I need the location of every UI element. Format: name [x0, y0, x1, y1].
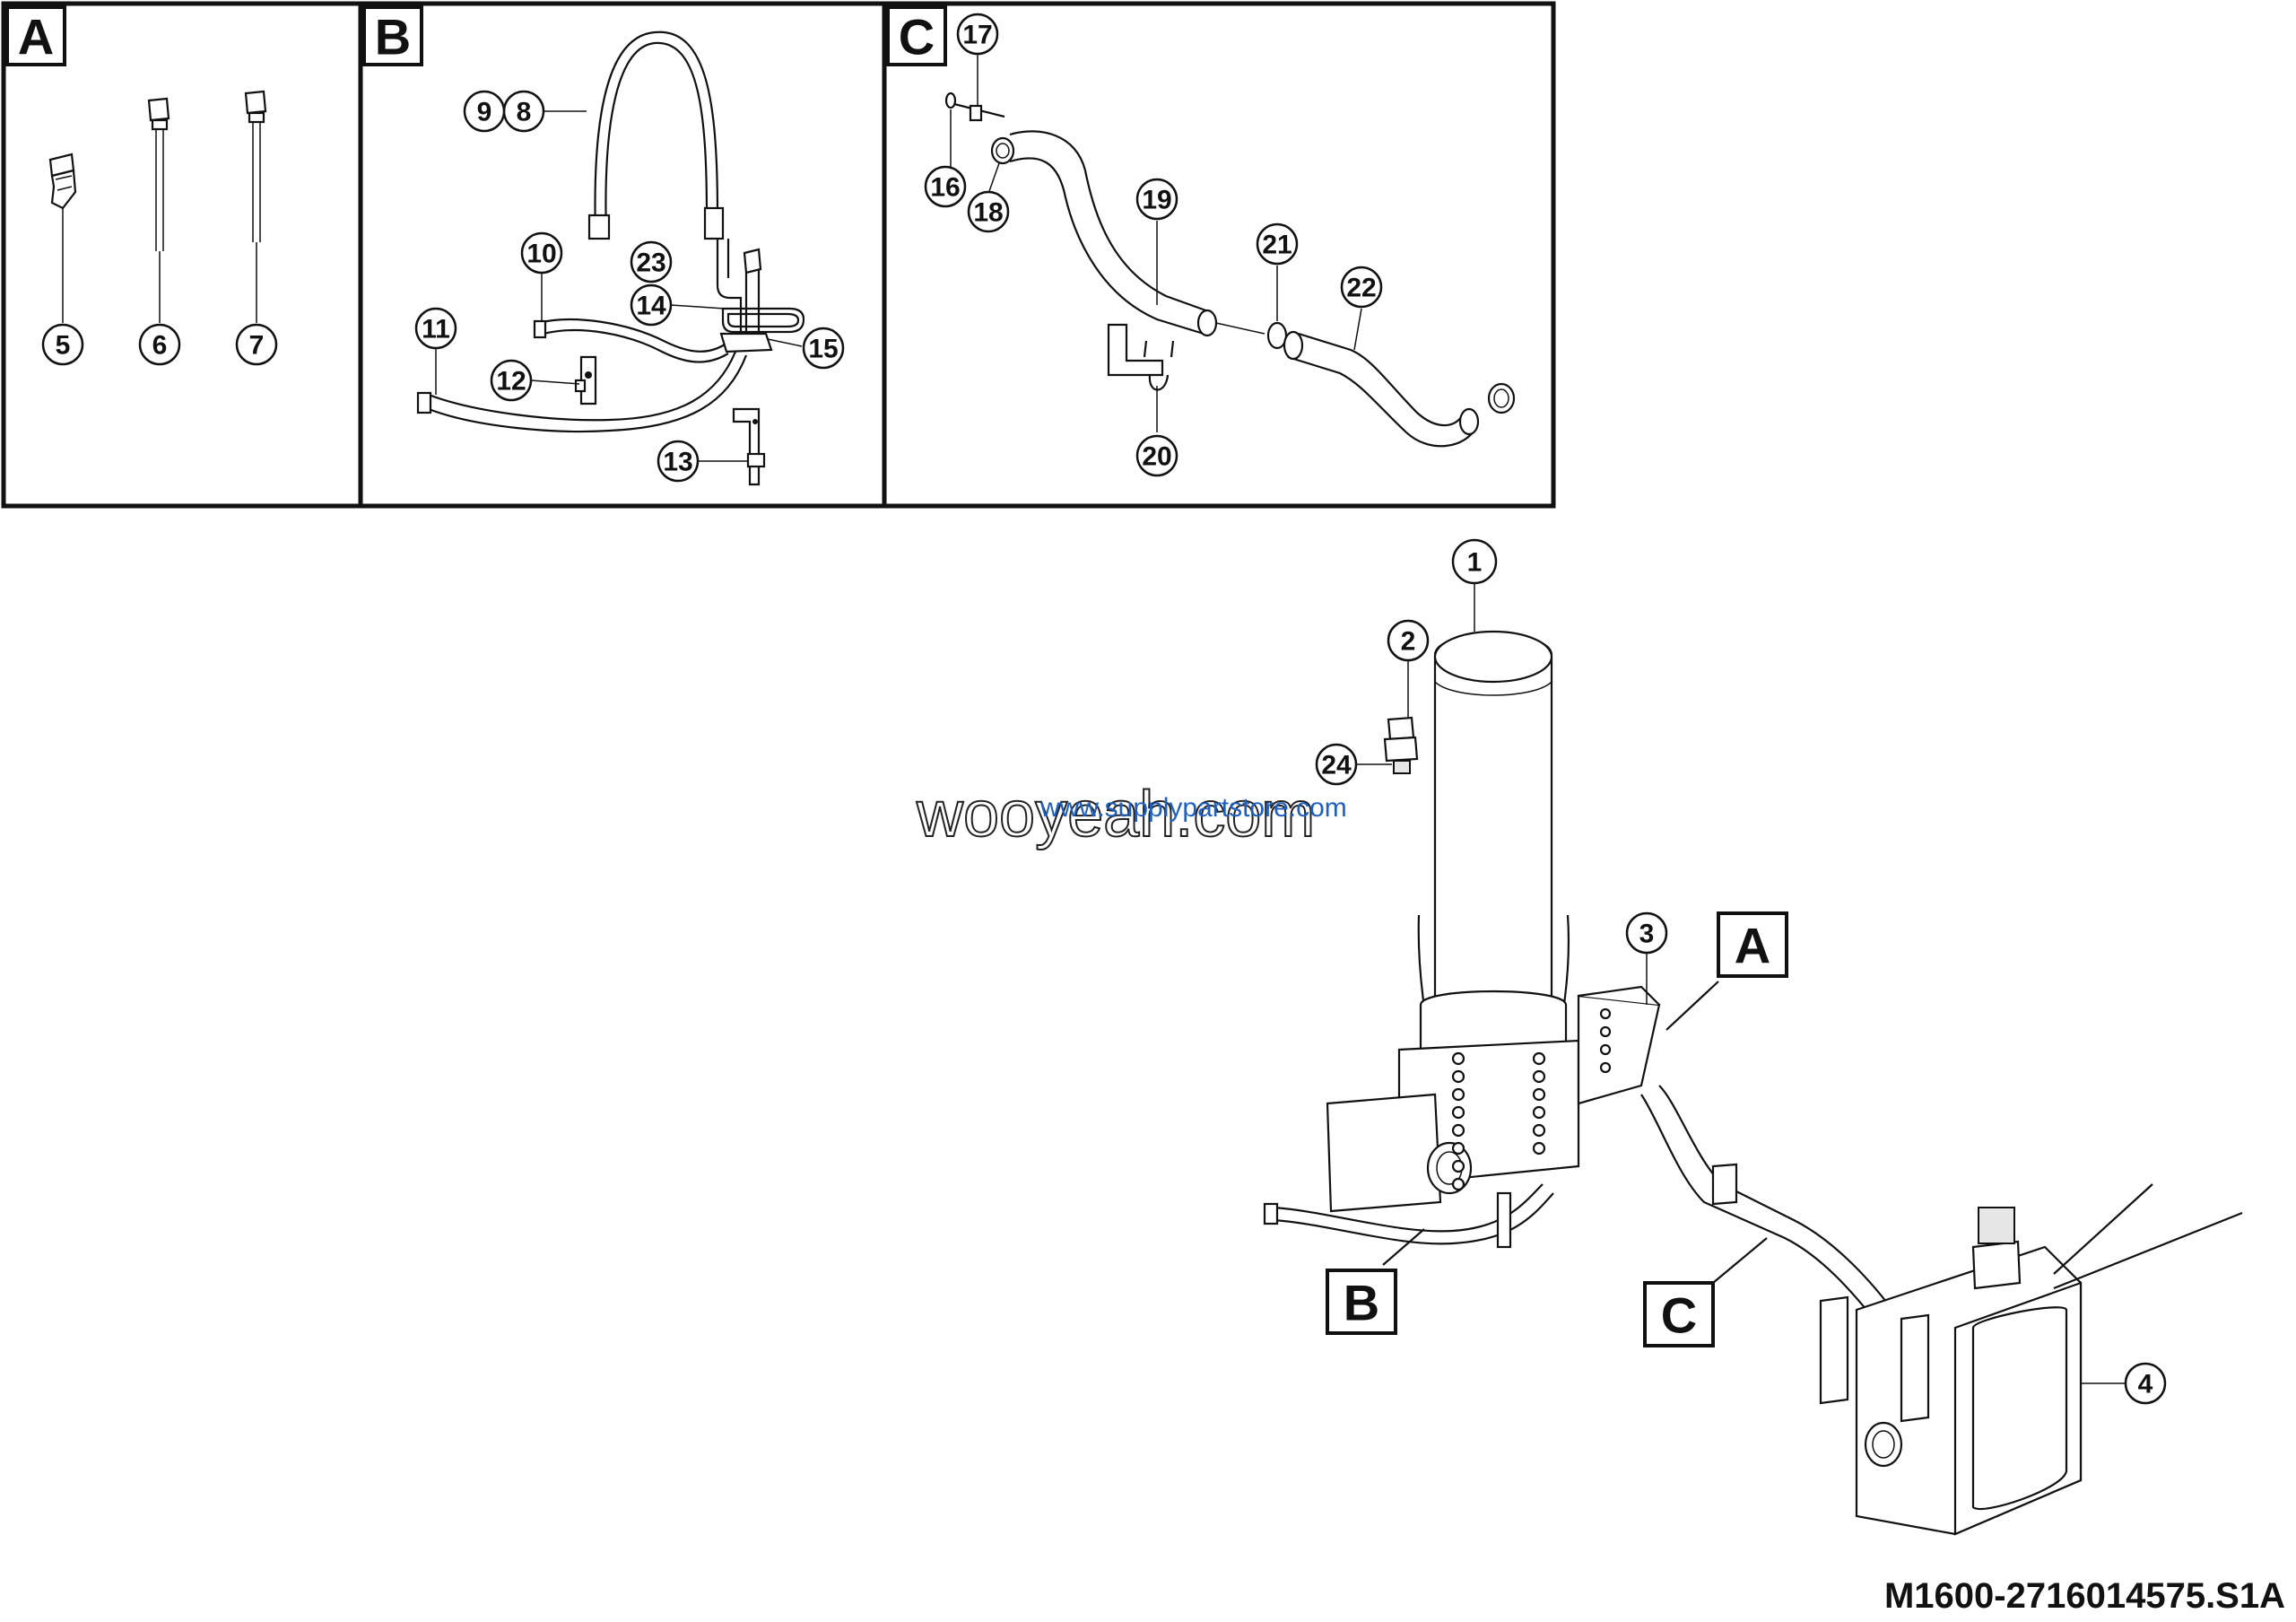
panel-c-letter: C: [899, 9, 935, 65]
svg-text:3: 3: [1639, 920, 1655, 949]
svg-text:11: 11: [422, 315, 450, 344]
svg-text:10: 10: [526, 240, 556, 269]
callout-13: 13: [657, 440, 700, 483]
callout-23: 23: [630, 240, 673, 283]
view-tag-a: A: [1665, 911, 1788, 1031]
callout-16: 16: [924, 165, 967, 208]
svg-text:4: 4: [2138, 1370, 2153, 1400]
svg-text:14: 14: [636, 292, 666, 321]
tube-fitting-part-7: [244, 90, 267, 323]
svg-text:8: 8: [517, 98, 532, 127]
hose-loop-part-8: [587, 31, 725, 240]
panel-c-label: C: [886, 5, 947, 66]
panel-a-parts: [48, 90, 267, 323]
callout-8: 8: [502, 90, 545, 133]
suction-pipe-part-19: [1009, 130, 1218, 337]
watermark-secondary: www.supplypartstore.com: [1039, 793, 1347, 823]
svg-text:21: 21: [1262, 231, 1292, 260]
svg-text:6: 6: [152, 331, 168, 361]
callout-11: 11: [414, 307, 457, 350]
view-tag-b: B: [1326, 1228, 1425, 1335]
manifold-part-3: [1577, 985, 1661, 1105]
cylinder-part-1: [1417, 630, 1570, 1065]
callout-4: 4: [2124, 1362, 2167, 1405]
valve-part-2: [1383, 716, 1419, 774]
fitting-assembly: [716, 239, 805, 353]
clamp-ring-part-21: [1215, 321, 1288, 350]
callout-18: 18: [967, 190, 1010, 233]
panel-b-label: B: [362, 5, 423, 66]
svg-text:17: 17: [962, 21, 992, 50]
panel-c-parts: [944, 92, 1516, 448]
bolt-column-left: [1451, 1051, 1465, 1191]
rubber-hose-part-22: [1283, 330, 1480, 448]
main-assembly: [1263, 630, 2243, 1536]
callout-1: 1: [1451, 538, 1498, 585]
svg-text:12: 12: [496, 367, 526, 397]
bracket-part-13: [732, 407, 766, 486]
clamp-part-12: [574, 355, 597, 406]
small-fittings-parts-16-17-18: [944, 92, 1015, 165]
callout-19: 19: [1135, 178, 1178, 221]
tank-part-4: [1819, 1183, 2243, 1536]
svg-text:18: 18: [973, 198, 1003, 228]
svg-text:20: 20: [1142, 442, 1171, 472]
callouts: 1 2 3 4 5 6 7 8 9 10 11 12 13 14 15 16 1…: [41, 13, 2167, 1405]
svg-text:22: 22: [1346, 274, 1376, 303]
callout-6: 6: [138, 323, 181, 366]
hose-part-10: [533, 318, 729, 363]
svg-text:1: 1: [1467, 548, 1483, 578]
callout-3: 3: [1625, 911, 1668, 955]
panel-a-label: A: [5, 5, 66, 66]
return-hose-view-b: [1263, 1183, 1554, 1249]
callout-14: 14: [630, 283, 673, 327]
view-tag-b-letter: B: [1344, 1275, 1379, 1331]
svg-text:16: 16: [930, 173, 960, 203]
loose-clamp-ring: [1487, 382, 1516, 414]
callout-24: 24: [1315, 743, 1358, 786]
panel-c-frame: [882, 1, 1556, 509]
panel-a-letter: A: [18, 9, 54, 65]
tube-fitting-part-6: [147, 97, 170, 323]
hose-part-11: [416, 351, 748, 433]
suction-pipe-view-c: [1640, 1085, 1893, 1325]
panel-b-letter: B: [375, 9, 411, 65]
svg-text:13: 13: [663, 448, 692, 477]
callout-9: 9: [463, 90, 506, 133]
panel-a-frame: [1, 1, 363, 509]
panel-b-parts: [416, 31, 805, 486]
elbow-fitting-part-5: [48, 153, 77, 323]
callout-7: 7: [235, 323, 278, 366]
callout-17: 17: [956, 13, 999, 56]
svg-text:2: 2: [1401, 627, 1416, 657]
view-tag-c-letter: C: [1661, 1287, 1697, 1344]
svg-text:9: 9: [477, 98, 492, 127]
mounting-base: [1326, 1039, 1580, 1213]
svg-text:23: 23: [636, 249, 665, 278]
callout-21: 21: [1256, 222, 1299, 266]
leader-lines: [435, 54, 2126, 1384]
callout-22: 22: [1340, 266, 1383, 309]
svg-text:15: 15: [808, 335, 838, 364]
view-tag-a-letter: A: [1735, 918, 1770, 974]
callout-20: 20: [1135, 434, 1178, 477]
callout-5: 5: [41, 323, 84, 366]
view-tag-c: C: [1643, 1237, 1768, 1347]
callout-10: 10: [520, 231, 563, 275]
svg-text:7: 7: [249, 331, 265, 361]
watermark-main: wooyeah.com: [916, 779, 1315, 850]
detail-panels: A B C: [1, 1, 1556, 509]
svg-text:5: 5: [56, 331, 71, 361]
svg-text:24: 24: [1321, 751, 1352, 780]
view-tags: A B C: [1326, 911, 1788, 1347]
callout-2: 2: [1387, 619, 1430, 662]
watermark: wooyeah.com www.supplypartstore.com: [915, 778, 1347, 851]
svg-text:19: 19: [1142, 186, 1171, 215]
callout-12: 12: [490, 359, 533, 402]
pipe-bracket-part-20: [1107, 323, 1175, 391]
document-id: M1600-2716014575.S1A: [1884, 1576, 2285, 1616]
callout-15: 15: [802, 327, 845, 370]
bolt-column-right: [1532, 1051, 1546, 1155]
